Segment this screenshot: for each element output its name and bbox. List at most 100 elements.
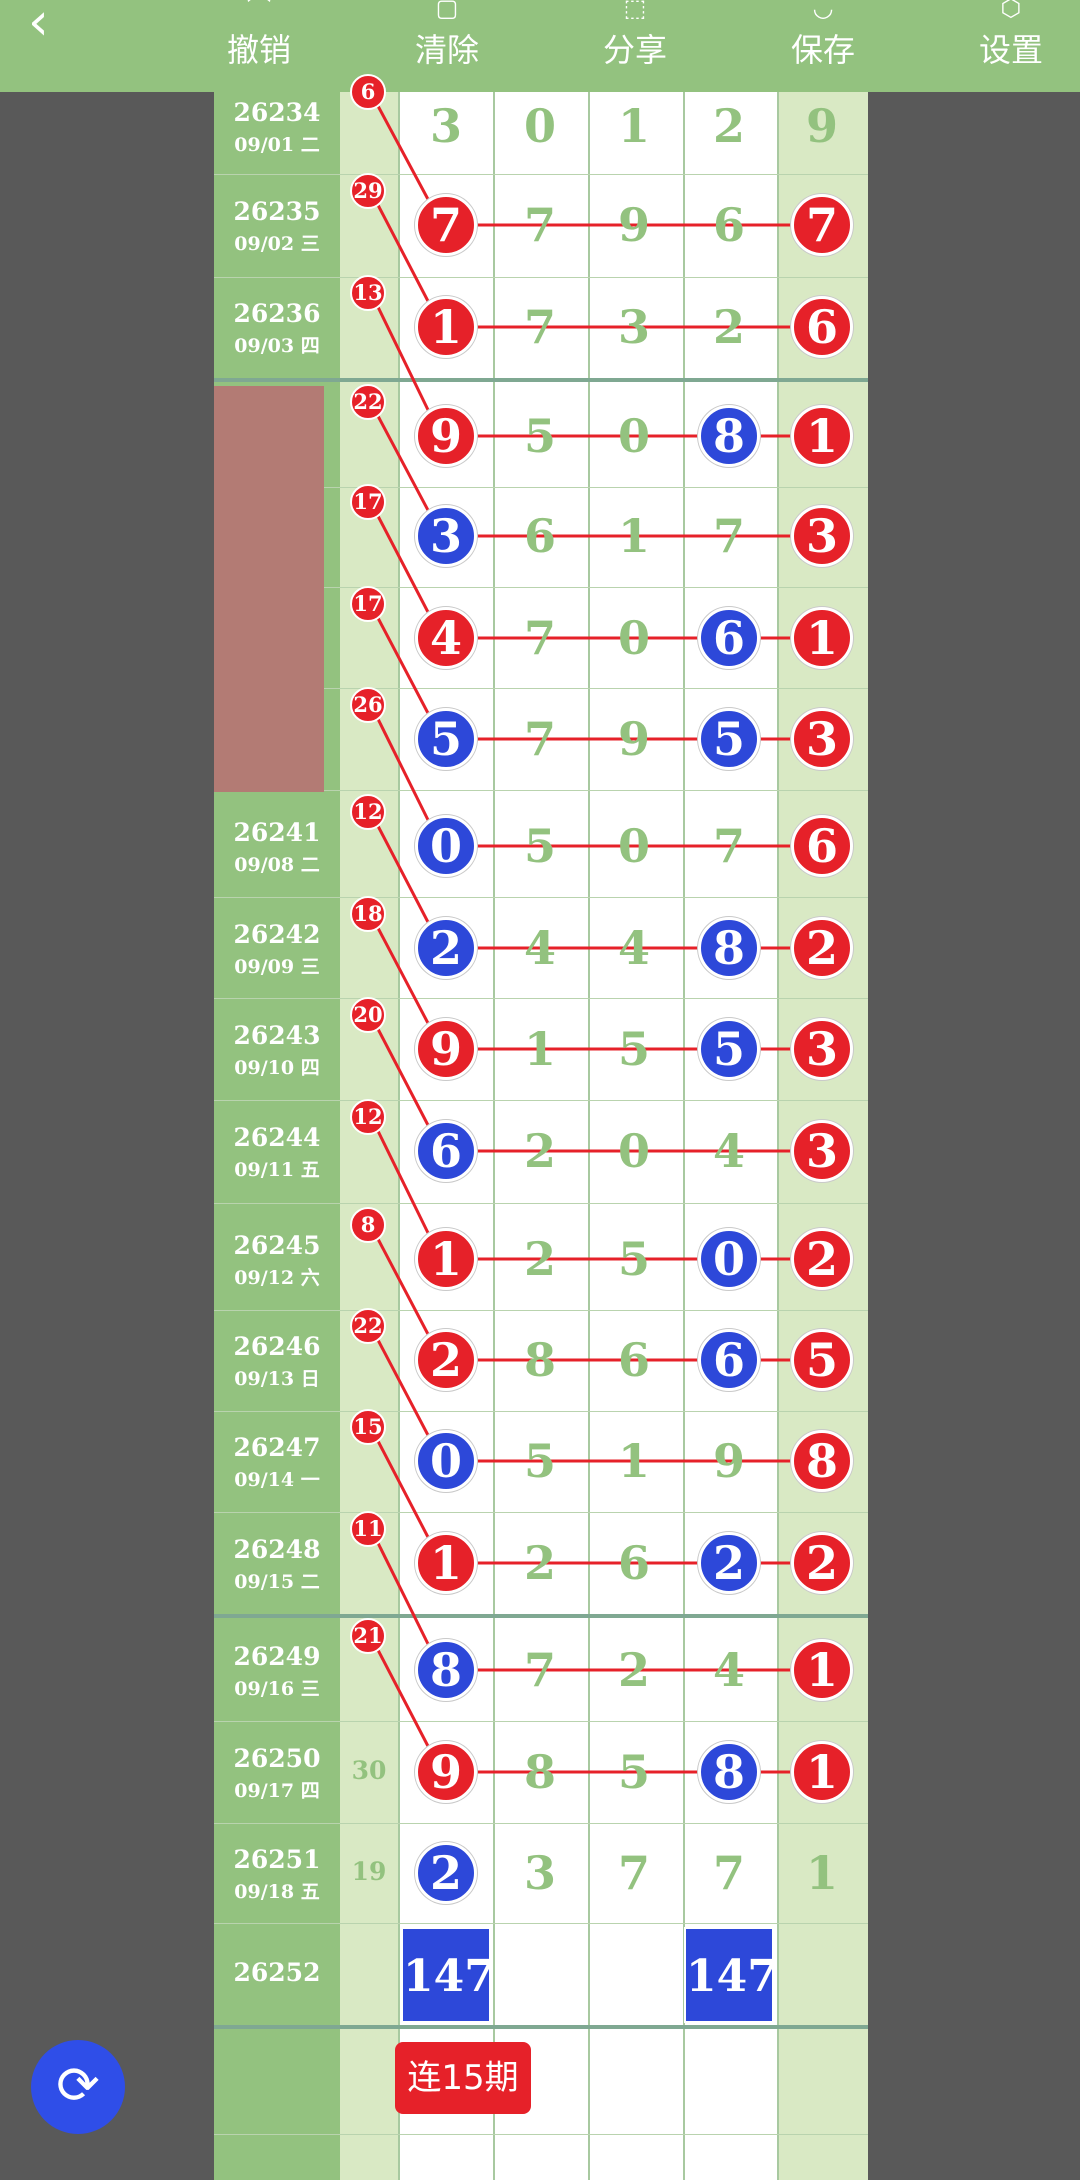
red-ball: 1 <box>791 1741 853 1803</box>
digit-cell: 9 <box>805 99 838 153</box>
red-ball: 6 <box>791 815 853 877</box>
grid-vline <box>588 92 590 2180</box>
grid-hline <box>214 487 868 488</box>
grid-hline <box>214 1721 868 1722</box>
blue-ball: 2 <box>415 917 477 979</box>
refresh-button[interactable]: ⟳ <box>31 2040 125 2134</box>
issue-date: 09/17 四 <box>234 1780 320 1802</box>
red-ball: 4 <box>415 607 477 669</box>
digit-cell: 6 <box>617 1333 650 1387</box>
issue-date: 09/02 三 <box>234 233 320 255</box>
digit-cell: 1 <box>523 1022 556 1076</box>
red-ball: 7 <box>415 194 477 256</box>
digit-cell: 3 <box>523 1846 556 1900</box>
digit-cell: 2 <box>523 1536 556 1590</box>
red-ball: 1 <box>415 1228 477 1290</box>
issue-number: 26242 <box>233 920 321 949</box>
red-ball: 2 <box>791 1228 853 1290</box>
digit-cell: 6 <box>523 509 556 563</box>
digit-cell: 6 <box>617 1536 650 1590</box>
digit-cell: 5 <box>523 819 556 873</box>
diagonal-connector-line <box>376 415 432 515</box>
blue-ball: 2 <box>415 1842 477 1904</box>
digit-cell: 5 <box>523 409 556 463</box>
digit-cell: 1 <box>617 509 650 563</box>
diagonal-connector-line <box>376 825 432 927</box>
red-ball: 1 <box>791 1639 853 1701</box>
clear-button[interactable]: ▢ 清除 <box>387 0 507 92</box>
issue-date: 09/12 六 <box>234 1267 320 1289</box>
blue-ball: 8 <box>415 1639 477 1701</box>
digit-cell: 8 <box>523 1745 556 1799</box>
blue-ball: 8 <box>698 917 760 979</box>
blue-ball: 0 <box>415 815 477 877</box>
back-button[interactable]: ‹ <box>28 0 72 48</box>
digit-cell: 7 <box>617 1846 650 1900</box>
digit-cell: 0 <box>617 611 650 665</box>
issue-number: 26241 <box>233 818 321 847</box>
issue-number: 26236 <box>233 299 321 328</box>
undo-button[interactable]: ⌒ 撤销 <box>199 0 319 92</box>
diagonal-connector-line <box>376 105 432 204</box>
grid-vline <box>683 92 685 2180</box>
issue-date: 09/08 二 <box>234 854 320 876</box>
blue-ball: 8 <box>698 405 760 467</box>
share-button[interactable]: ⬚ 分享 <box>575 0 695 92</box>
red-ball: 3 <box>791 708 853 770</box>
sum-badge: 22 <box>350 384 386 420</box>
sum-badge: 26 <box>350 687 386 723</box>
grid-vline <box>398 92 400 2180</box>
digit-cell: 9 <box>617 198 650 252</box>
sum-column <box>340 92 398 2180</box>
digit-cell: 1 <box>805 1846 838 1900</box>
grid-hline <box>214 587 868 588</box>
red-ball: 9 <box>415 1741 477 1803</box>
blue-ball: 6 <box>698 607 760 669</box>
sum-badge: 17 <box>350 484 386 520</box>
blue-ball: 3 <box>415 505 477 567</box>
settings-button[interactable]: ⬡ 设置 <box>951 0 1071 92</box>
digit-cell: 7 <box>523 300 556 354</box>
issue-date: 09/13 日 <box>234 1368 320 1390</box>
sum-badge: 11 <box>350 1511 386 1547</box>
grid-hline <box>214 998 868 999</box>
diagonal-connector-line <box>376 1238 432 1339</box>
issue-date: 09/03 四 <box>234 335 320 357</box>
digit-cell: 2 <box>712 300 745 354</box>
save-button[interactable]: ◡ 保存 <box>763 0 883 92</box>
diagonal-connector-line <box>376 1339 432 1440</box>
red-ball: 3 <box>791 1018 853 1080</box>
grid-hline <box>214 688 868 689</box>
blue-ball: 5 <box>415 708 477 770</box>
sum-badge: 22 <box>350 1308 386 1344</box>
red-ball: 2 <box>415 1329 477 1391</box>
diagonal-connector-line <box>376 1130 432 1238</box>
issue-date: 09/14 一 <box>234 1469 320 1491</box>
red-ball: 6 <box>791 296 853 358</box>
blue-ball: 0 <box>698 1228 760 1290</box>
diagonal-connector-line <box>376 1542 432 1649</box>
diagonal-connector-line <box>376 1440 432 1542</box>
issue-date: 09/01 二 <box>234 134 320 156</box>
issue-number: 26250 <box>233 1744 321 1773</box>
blue-ball: 6 <box>698 1329 760 1391</box>
grid-hline <box>214 277 868 278</box>
digit-cell: 7 <box>712 1846 745 1900</box>
grid-hline <box>214 1512 868 1513</box>
sum-value: 30 <box>351 1756 387 1785</box>
clear-icon: ▢ <box>435 0 459 22</box>
sum-badge: 20 <box>350 997 386 1033</box>
prediction-box-col1: 147 <box>401 1927 495 2023</box>
grid-hline <box>214 897 868 898</box>
grid-hline <box>214 2134 868 2135</box>
grid-hline <box>214 1411 868 1412</box>
issue-number: 26234 <box>233 98 321 127</box>
blue-ball: 0 <box>415 1430 477 1492</box>
digit-cell: 7 <box>523 611 556 665</box>
digit-cell: 2 <box>523 1124 556 1178</box>
issue-number: 26248 <box>233 1535 321 1564</box>
digit-cell: 5 <box>617 1232 650 1286</box>
red-ball: 1 <box>415 1532 477 1594</box>
digit-cell: 7 <box>523 198 556 252</box>
sum-badge: 15 <box>350 1409 386 1445</box>
